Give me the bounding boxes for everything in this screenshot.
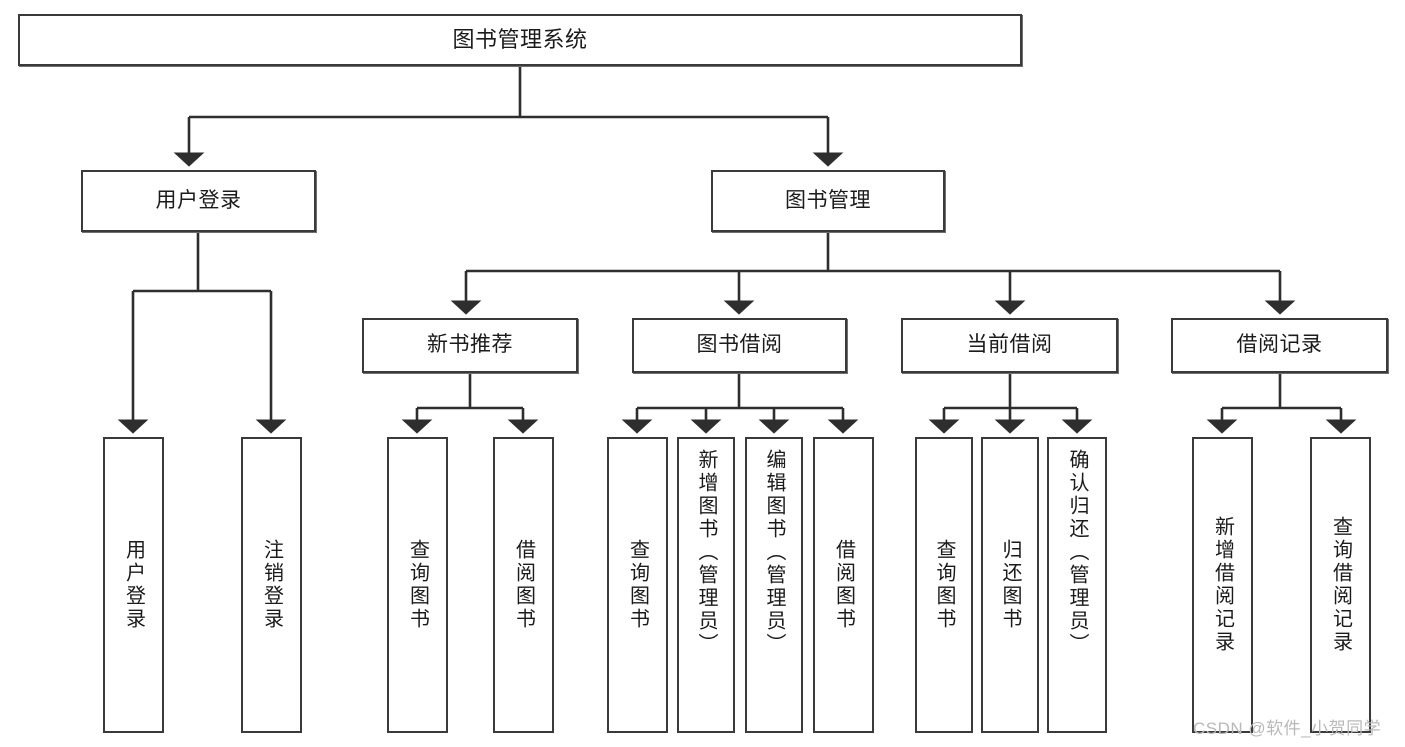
node-book-borrow-label: 图书借阅 [696,333,783,357]
node-leaf-query-borrow-record[interactable]: 查询借阅记录 [1310,437,1371,733]
node-current-borrow[interactable]: 当前借阅 [901,318,1118,373]
node-leaf-user-login-label: 用户登录 [122,539,145,631]
node-leaf-query-book-2[interactable]: 查询图书 [607,437,668,733]
node-book-management-label: 图书管理 [785,188,871,212]
node-leaf-query-book-3[interactable]: 查询图书 [915,437,973,733]
node-leaf-add-book-label: 新增图书（管理员） [695,449,717,656]
node-leaf-edit-book-label: 编辑图书（管理员） [763,449,785,656]
node-current-borrow-label: 当前借阅 [966,333,1053,357]
node-user-login-label: 用户登录 [155,188,242,212]
node-leaf-borrow-book-2-label: 借阅图书 [832,539,855,631]
node-root-label: 图书管理系统 [452,27,588,53]
node-leaf-logout[interactable]: 注销登录 [241,437,302,733]
node-leaf-query-book-2-label: 查询图书 [626,539,649,631]
node-book-management[interactable]: 图书管理 [711,170,945,232]
node-leaf-add-borrow-record-label: 新增借阅记录 [1211,516,1234,654]
node-borrow-record[interactable]: 借阅记录 [1171,318,1388,373]
node-leaf-add-book[interactable]: 新增图书（管理员） [677,437,735,733]
node-borrow-record-label: 借阅记录 [1236,333,1323,357]
node-new-book-recommend-label: 新书推荐 [427,333,513,357]
node-leaf-query-borrow-record-label: 查询借阅记录 [1329,516,1352,654]
node-leaf-borrow-book-1[interactable]: 借阅图书 [493,437,554,733]
node-leaf-query-book-1-label: 查询图书 [406,539,429,631]
node-leaf-return-book-label: 归还图书 [999,539,1021,631]
node-leaf-add-borrow-record[interactable]: 新增借阅记录 [1192,437,1253,733]
node-leaf-user-login[interactable]: 用户登录 [103,437,164,733]
node-leaf-query-book-1[interactable]: 查询图书 [387,437,448,733]
node-leaf-confirm-return[interactable]: 确认归还（管理员） [1047,437,1107,733]
node-leaf-query-book-3-label: 查询图书 [933,539,955,631]
node-leaf-logout-label: 注销登录 [260,539,283,631]
node-leaf-borrow-book-2[interactable]: 借阅图书 [813,437,874,733]
node-leaf-return-book[interactable]: 归还图书 [981,437,1039,733]
node-leaf-confirm-return-label: 确认归还（管理员） [1066,449,1088,656]
node-new-book-recommend[interactable]: 新书推荐 [362,318,578,373]
node-leaf-borrow-book-1-label: 借阅图书 [512,539,535,631]
csdn-watermark: CSDN @软件_小贺同学 [1193,719,1382,738]
node-leaf-edit-book[interactable]: 编辑图书（管理员） [745,437,803,733]
node-root[interactable]: 图书管理系统 [18,14,1022,66]
node-user-login[interactable]: 用户登录 [81,170,316,232]
node-book-borrow[interactable]: 图书借阅 [632,318,847,373]
